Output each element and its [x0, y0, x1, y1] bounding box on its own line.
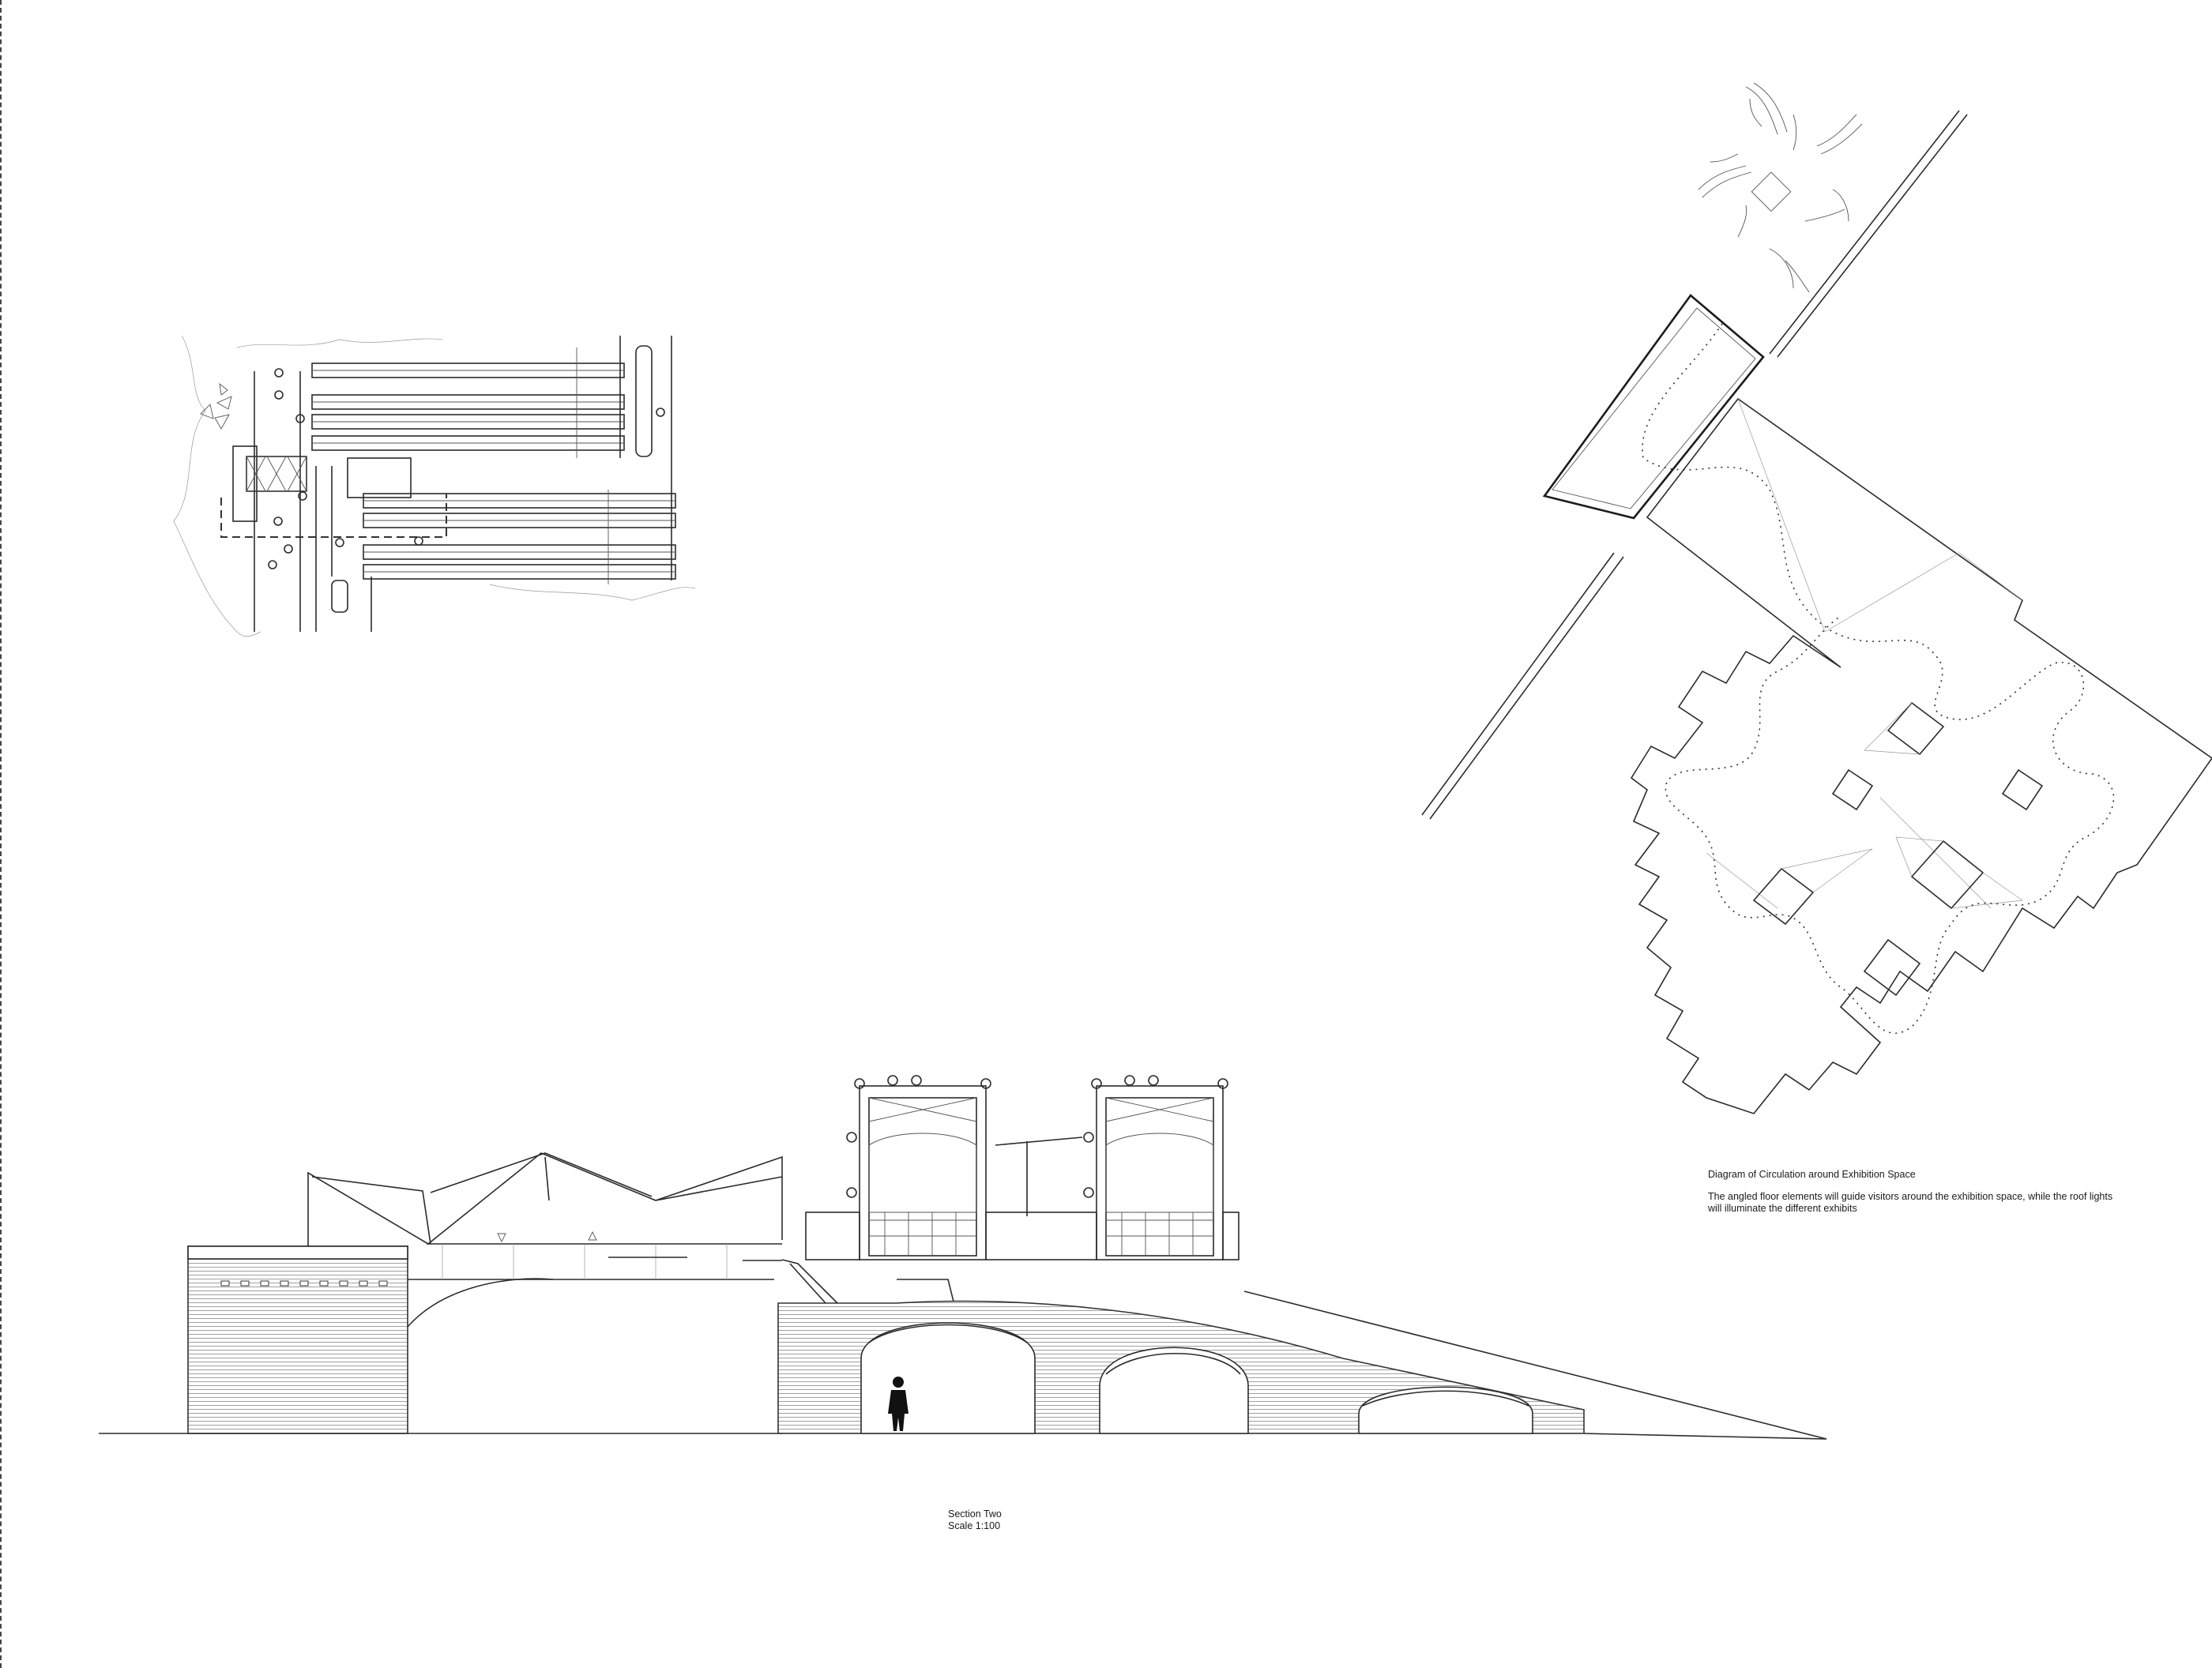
circulation-caption: Diagram of Circulation around Exhibition…: [1708, 1169, 2119, 1215]
site-plan: [173, 335, 696, 637]
section-title: Section Two: [948, 1508, 1002, 1520]
circulation-plan: [1421, 82, 2212, 1114]
section-scale: Scale 1:100: [948, 1520, 1001, 1531]
circulation-title: Diagram of Circulation around Exhibition…: [1708, 1169, 1916, 1180]
human-figure-icon: [888, 1377, 908, 1431]
circulation-description: The angled floor elements will guide vis…: [1708, 1191, 2113, 1214]
section-two-drawing: [99, 1075, 1827, 1440]
gasholder-frame-left: [846, 1075, 991, 1260]
section-caption: Section Two Scale 1:100: [948, 1508, 1074, 1532]
sheet-left-dashed-border: [0, 0, 2, 1668]
gasholder-frame-right: [1083, 1075, 1228, 1260]
